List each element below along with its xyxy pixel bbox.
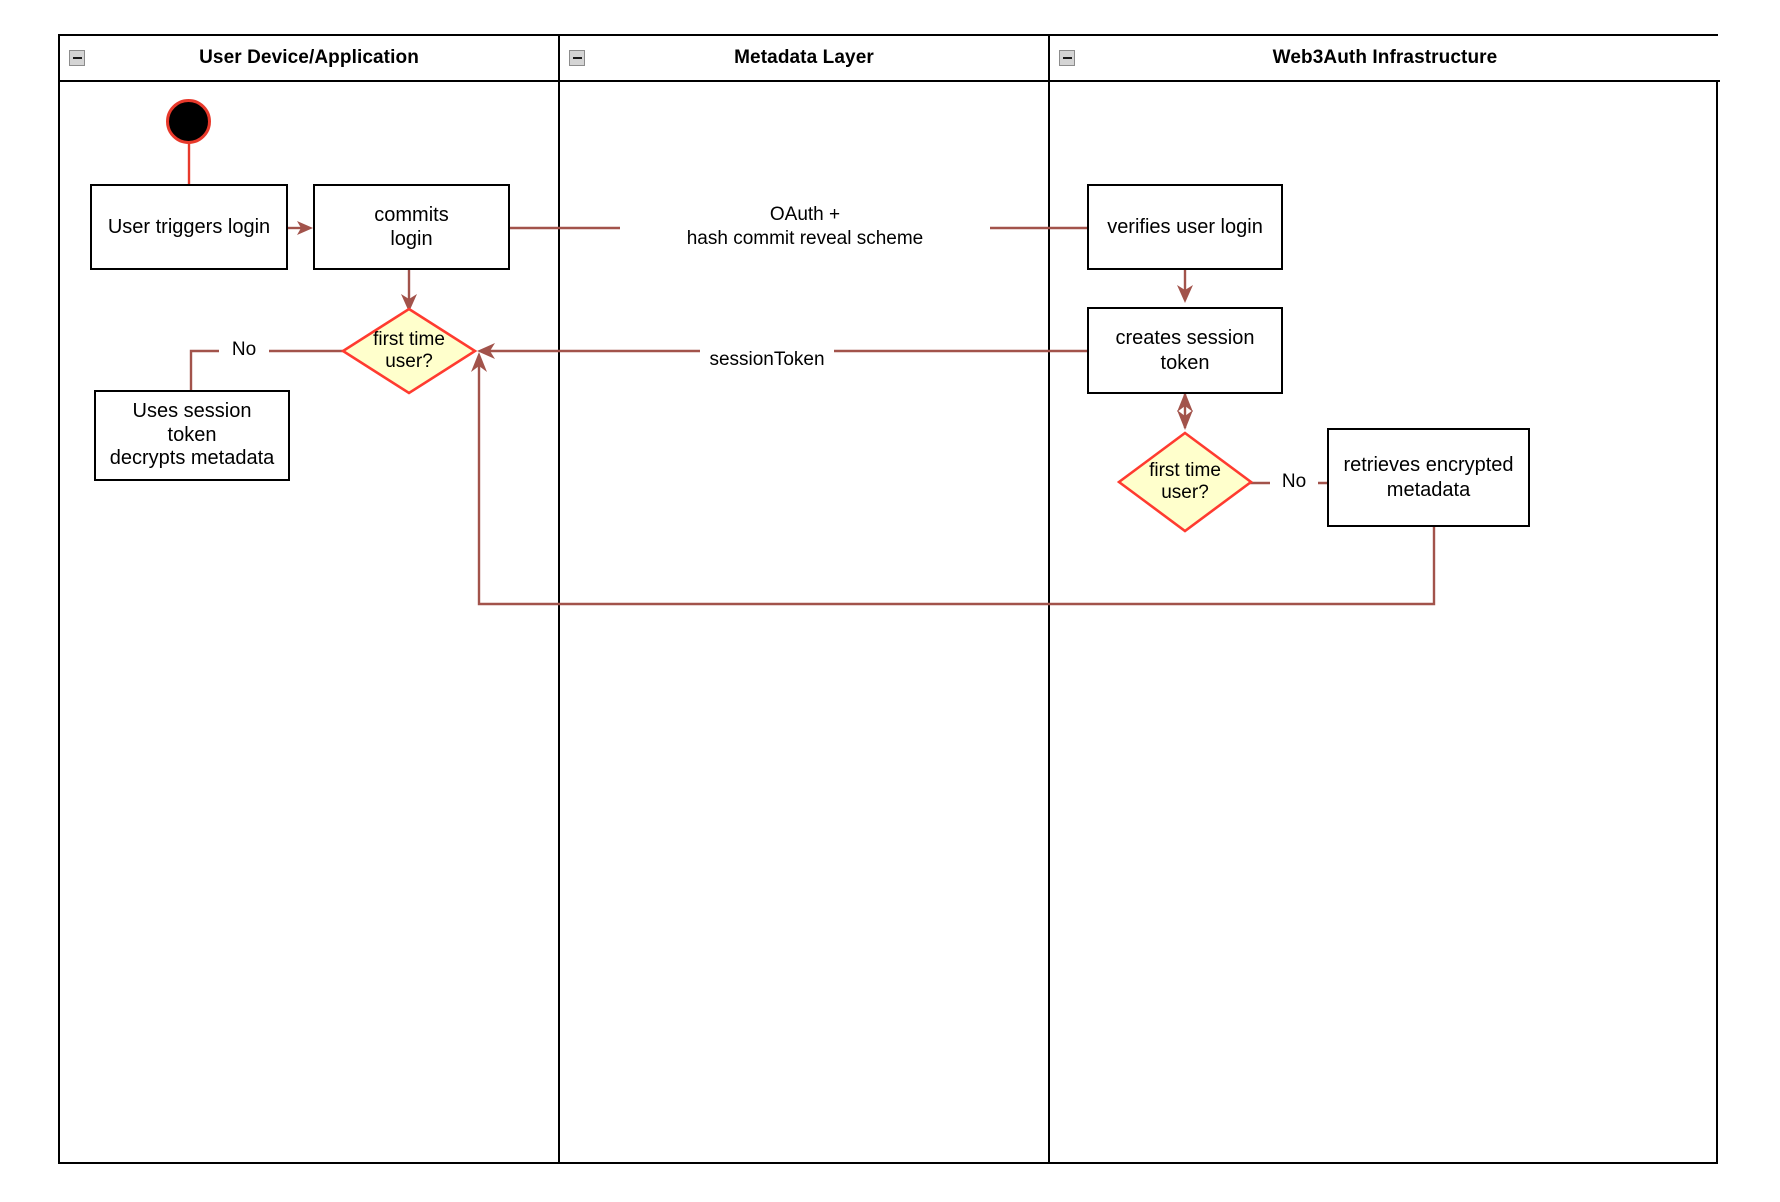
arrowhead-up-creates [1177, 392, 1193, 412]
activity-user-triggers-login[interactable]: User triggers login [90, 184, 288, 270]
lane-title-metadata: Metadata Layer [734, 47, 874, 68]
arrowhead-to-commits [297, 221, 313, 235]
edge-retrieves-return-to-decision [477, 363, 1436, 606]
activity-label: Uses session token decrypts metadata [109, 400, 275, 470]
lane-header-user-device: User Device/Application [60, 36, 558, 82]
activity-label: commits login [374, 203, 449, 250]
activity-creates-session-token[interactable]: creates session token [1087, 307, 1283, 394]
activity-retrieves-encrypted-metadata[interactable]: retrieves encrypted metadata [1327, 428, 1530, 527]
activity-label: creates session token [1115, 327, 1255, 374]
decision-first-time-user-client[interactable]: first time user? [341, 307, 477, 395]
edge-label-oauth: OAuth + hash commit reveal scheme [620, 203, 990, 251]
edge-label-no-server: No [1270, 470, 1318, 494]
activity-verifies-user-login[interactable]: verifies user login [1087, 184, 1283, 270]
activity-commits-login[interactable]: commits login [313, 184, 510, 270]
collapse-minus-icon[interactable] [569, 50, 585, 66]
swimlane-user-device: User Device/Application [60, 36, 558, 1162]
lane-header-web3auth: Web3Auth Infrastructure [1050, 36, 1720, 82]
edge-label-session-token: sessionToken [700, 348, 834, 372]
arrowhead-down-decision-server [1177, 410, 1193, 430]
arrowhead-return-to-decision-client [471, 352, 487, 372]
lane-title-user-device: User Device/Application [199, 47, 419, 68]
collapse-minus-icon[interactable] [69, 50, 85, 66]
decision-shape [1117, 431, 1253, 533]
lane-header-metadata: Metadata Layer [560, 36, 1048, 82]
swimlane-metadata: Metadata Layer [558, 36, 1048, 1162]
collapse-minus-icon[interactable] [1059, 50, 1075, 66]
initial-node[interactable] [166, 99, 211, 144]
edge-label-no-client: No [219, 338, 269, 362]
lane-title-web3auth: Web3Auth Infrastructure [1272, 47, 1498, 68]
swimlane-web3auth: Web3Auth Infrastructure [1048, 36, 1720, 1162]
activity-uses-session-token[interactable]: Uses session token decrypts metadata [94, 390, 290, 481]
arrowhead-to-decision-client [401, 294, 417, 312]
decision-first-time-user-server[interactable]: first time user? [1117, 431, 1253, 533]
activity-label: verifies user login [1107, 215, 1263, 238]
arrowhead-session-token [477, 343, 495, 359]
activity-label: User triggers login [107, 215, 271, 238]
activity-label: retrieves encrypted metadata [1343, 454, 1514, 501]
edge-decision-client-to-uses-session [189, 349, 344, 390]
arrowhead-to-creates-session [1177, 285, 1193, 303]
decision-shape [341, 307, 477, 395]
